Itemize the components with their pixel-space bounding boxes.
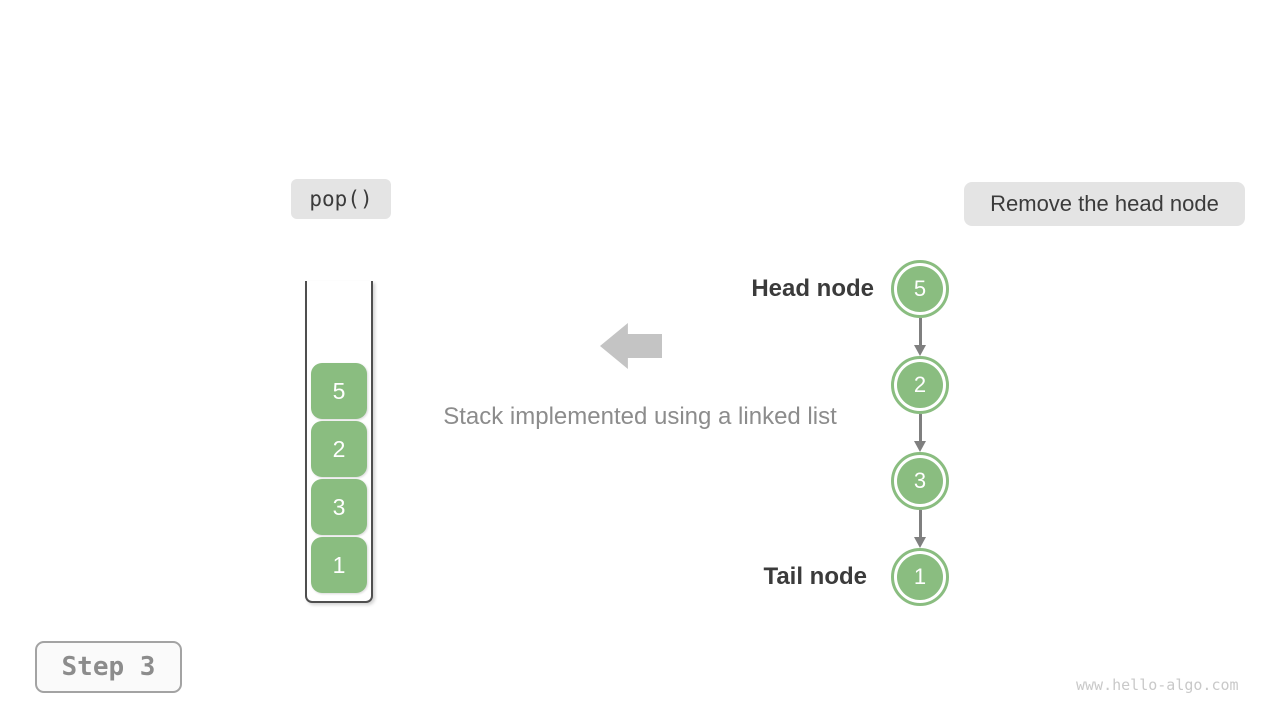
arrow-line: [918, 414, 922, 441]
linked-list-node: 3: [891, 452, 949, 510]
stack-item: 5: [311, 363, 367, 419]
tail-node-label: Tail node: [763, 563, 867, 590]
linked-list-node: 1: [891, 548, 949, 606]
linked-list-node: 5: [891, 260, 949, 318]
pop-operation-badge: pop(): [291, 179, 391, 219]
linked-list-node: 2: [891, 356, 949, 414]
remove-head-caption-badge: Remove the head node: [964, 182, 1245, 226]
arrow-head: [914, 441, 926, 452]
arrow-head: [914, 345, 926, 356]
stack-item: 3: [311, 479, 367, 535]
head-node-label: Head node: [751, 275, 874, 302]
stack-item: 2: [311, 421, 367, 477]
step-badge: Step 3: [35, 641, 182, 693]
stack-item: 1: [311, 537, 367, 593]
node-value: 3: [897, 458, 943, 504]
arrow-line: [918, 318, 922, 345]
arrow-down-icon: [913, 414, 927, 452]
arrow-down-icon: [913, 510, 927, 548]
arrow-head: [914, 537, 926, 548]
left-block-arrow-icon: [600, 323, 662, 369]
arrow-down-icon: [913, 318, 927, 356]
watermark: www.hello-algo.com: [1076, 676, 1239, 694]
stack-container: 5 2 3 1: [305, 281, 373, 603]
node-value: 5: [897, 266, 943, 312]
node-value: 1: [897, 554, 943, 600]
arrow-line: [918, 510, 922, 537]
linked-list: 5 2 3 1: [891, 260, 949, 606]
center-caption: Stack implemented using a linked list: [443, 403, 837, 430]
node-value: 2: [897, 362, 943, 408]
